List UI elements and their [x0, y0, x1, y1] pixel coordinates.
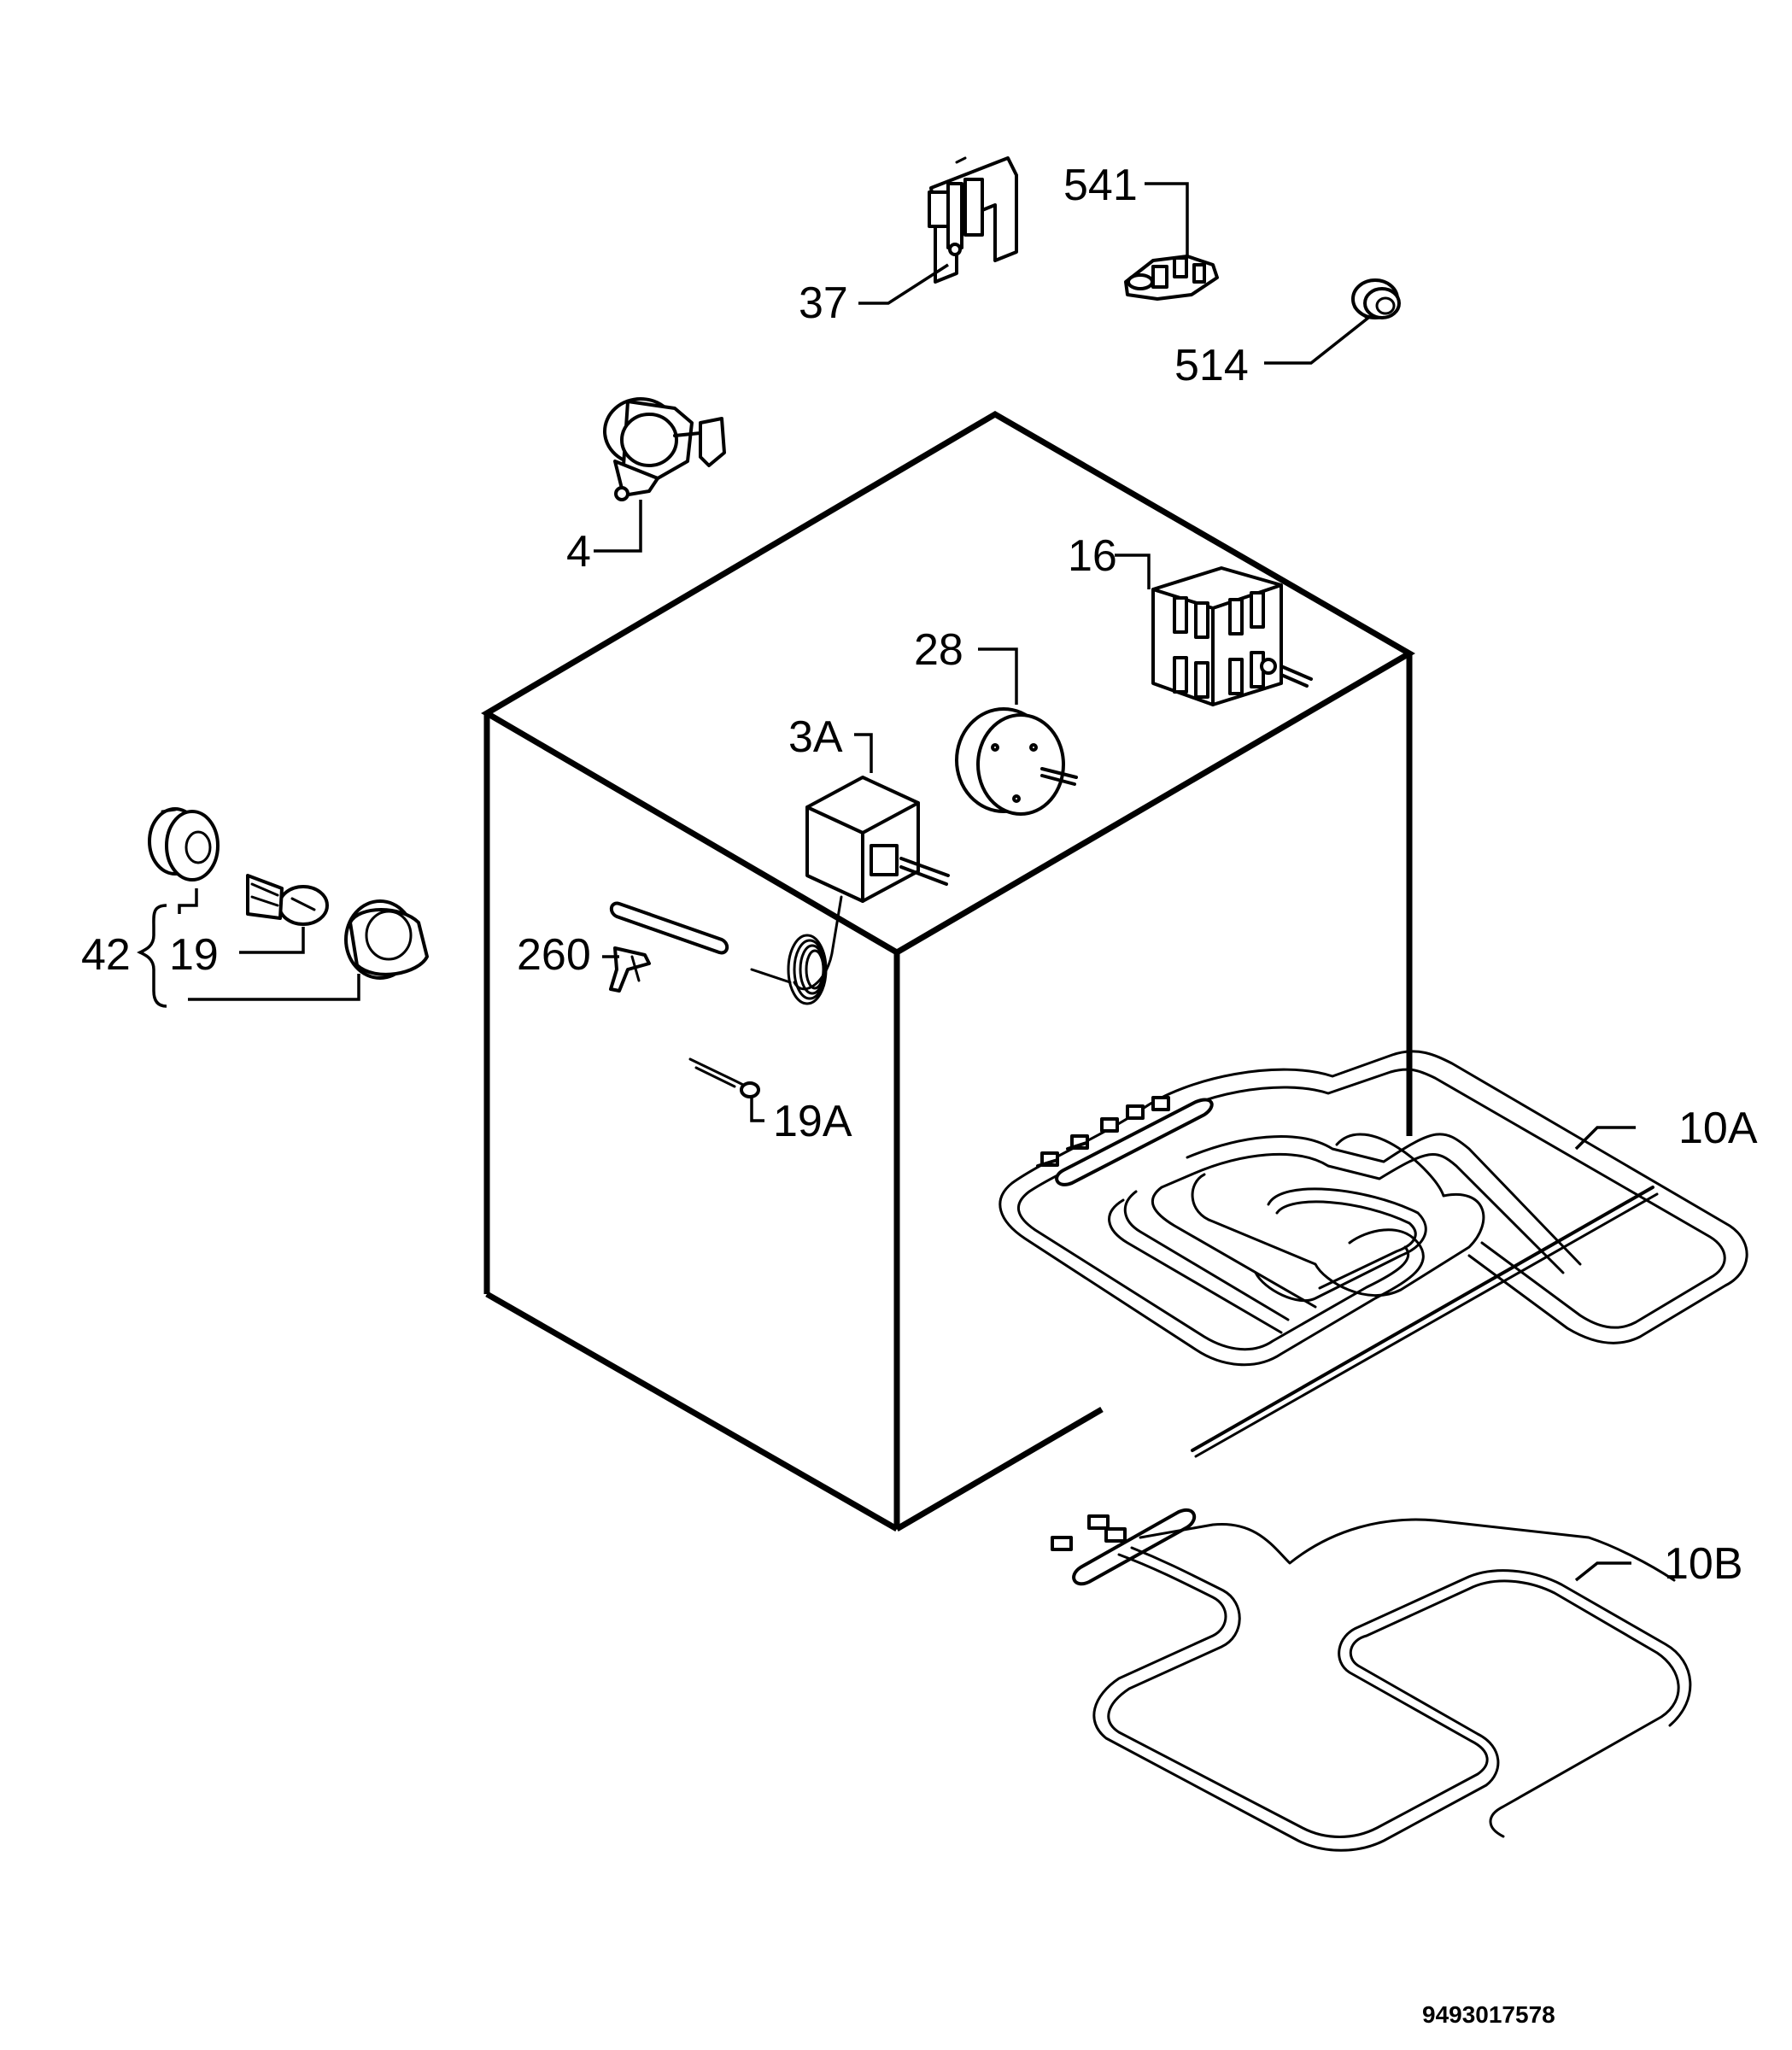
timer-part-28 [955, 707, 1078, 816]
label-28: 28 [914, 625, 963, 675]
part-labels: 37 541 514 4 16 28 3A 260 19A 10A 10B 42… [81, 161, 1758, 2028]
lamp-bulb-part-19 [246, 874, 329, 926]
connector-part-541 [1124, 255, 1219, 301]
grommet-part-514 [1351, 278, 1401, 319]
label-19: 19 [169, 930, 219, 980]
leader-lines [137, 182, 1636, 1582]
label-16: 16 [1068, 531, 1117, 581]
label-541: 541 [1063, 161, 1138, 210]
label-10b: 10B [1664, 1539, 1743, 1589]
oven-cavity-box [481, 410, 1415, 1532]
document-number: 9493017578 [1422, 2001, 1555, 2028]
grill-element-part-10a [998, 1050, 1748, 1458]
terminal-block-part-37 [928, 156, 1018, 284]
label-19a: 19A [773, 1097, 852, 1146]
heating-element-part-10b [1051, 1508, 1692, 1852]
lamp-cover-part-42 [344, 899, 429, 980]
clip-part-260 [609, 946, 651, 993]
label-260: 260 [517, 930, 591, 980]
motor-part-4 [603, 397, 726, 501]
lamp-wire-part-19a [688, 1057, 760, 1098]
thermostat-part-3a [609, 776, 950, 1005]
label-4: 4 [566, 527, 591, 577]
label-514: 514 [1174, 341, 1249, 390]
label-3a: 3A [788, 712, 843, 762]
lamp-holder-part-42 [148, 807, 220, 882]
label-10a: 10A [1678, 1104, 1758, 1153]
selector-switch-part-16 [1151, 566, 1313, 706]
label-42: 42 [81, 930, 131, 980]
label-37: 37 [799, 278, 848, 328]
